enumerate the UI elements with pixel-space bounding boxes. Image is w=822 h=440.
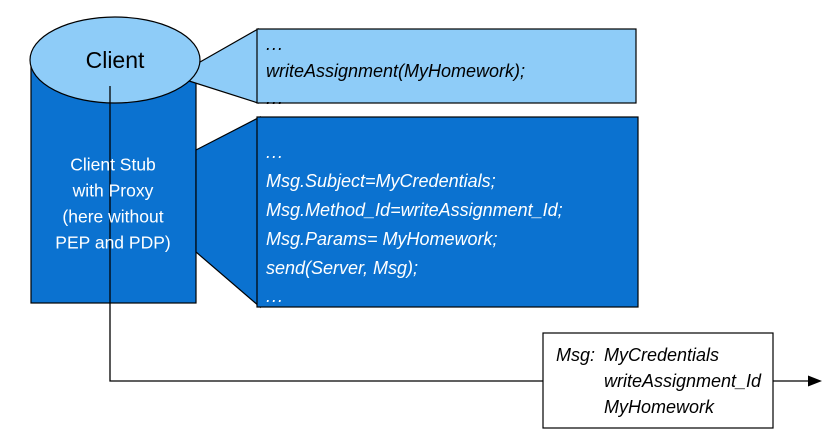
client-stub-label-line-1: Client Stub — [70, 155, 156, 175]
message-box-field-2: writeAssignment_Id — [604, 371, 762, 391]
message-outbound-arrow — [773, 375, 822, 387]
arrowhead-icon — [808, 375, 822, 387]
callout-stub-code[interactable] — [195, 116, 639, 309]
message-box[interactable] — [542, 332, 774, 429]
callout-stub-code-box — [256, 116, 639, 308]
message-box-field-3: MyHomework — [604, 397, 715, 417]
callout-stub-code-line-4: Msg.Params= MyHomework; — [266, 229, 498, 249]
callout-client-code-line-3: ... — [266, 88, 284, 108]
callout-stub-code-line-2: Msg.Subject=MyCredentials; — [266, 171, 496, 191]
client-label: Client — [86, 47, 145, 73]
callout-stub-code-tail — [195, 116, 261, 309]
callout-stub-code-line-3: Msg.Method_Id=writeAssignment_Id; — [266, 200, 563, 220]
client-stub-label-line-4: PEP and PDP) — [55, 233, 170, 253]
callout-stub-code-line-6: ... — [266, 286, 284, 306]
client-stub-label-line-2: with Proxy — [72, 181, 154, 201]
callout-client-code-line-2: writeAssignment(MyHomework); — [266, 61, 525, 81]
client-node[interactable] — [29, 16, 201, 104]
callout-client-code[interactable] — [185, 27, 637, 104]
callout-stub-code-line-5: send(Server, Msg); — [266, 258, 418, 278]
callout-stub-code-line-1: ... — [266, 142, 284, 162]
message-box-label: Msg: — [556, 345, 595, 365]
client-stub-label-line-3: (here without — [62, 207, 163, 227]
client-ellipse — [29, 16, 201, 104]
callout-client-code-box — [256, 28, 637, 104]
callout-client-code-line-1: ... — [266, 34, 284, 54]
message-box-field-1: MyCredentials — [604, 345, 719, 365]
message-box-frame — [542, 332, 774, 429]
